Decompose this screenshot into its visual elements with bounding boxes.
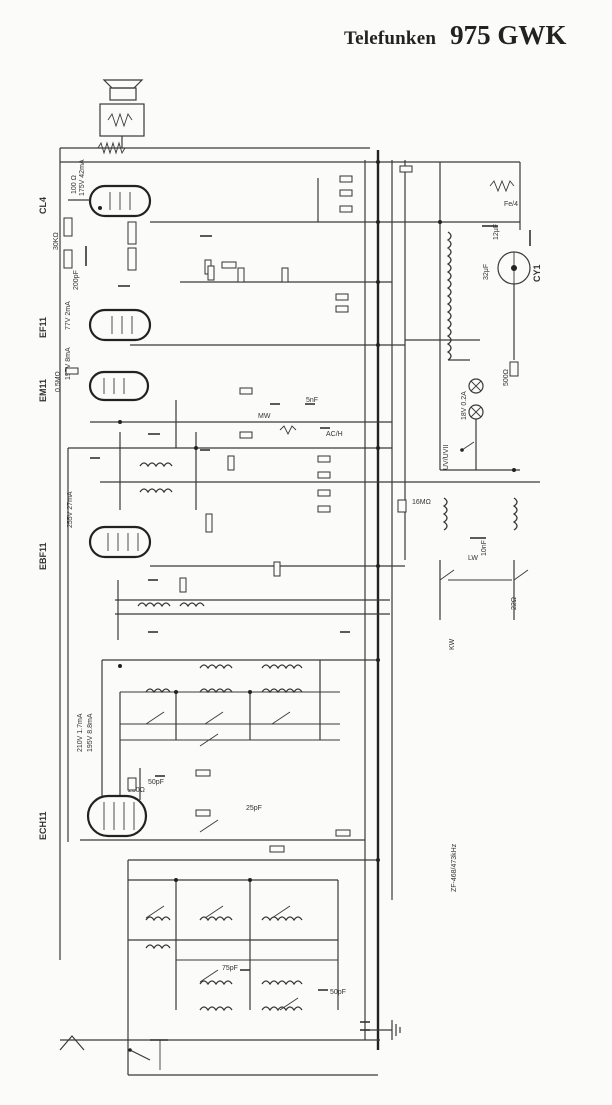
filter-cap-1-label: 12μF bbox=[493, 224, 500, 240]
em11-resistor-label: 0.5MΩ bbox=[55, 371, 62, 392]
tube-cl4: CL4 bbox=[38, 184, 152, 218]
tube-cl4-label: CL4 bbox=[38, 197, 48, 214]
mains-cap-label: 10nF bbox=[481, 540, 488, 556]
lw-switch-label: LW bbox=[468, 555, 478, 562]
ech11-cap-label: 50pF bbox=[148, 779, 164, 786]
input-cap-label: 50pF bbox=[330, 989, 346, 996]
supply-bus bbox=[60, 150, 540, 1076]
cap-25pf-label: 25pF bbox=[246, 805, 262, 812]
oscillator-network bbox=[101, 660, 340, 800]
tube-cy1-label: CY1 bbox=[532, 264, 542, 282]
output-transformer-leads bbox=[59, 141, 370, 960]
ech11-voltage-label: 210V 1.7mA bbox=[77, 713, 84, 752]
mains-switch-label: UV/UVII bbox=[443, 445, 450, 470]
filter-cap-2-label: 32μF bbox=[483, 264, 490, 280]
power-supply: Fe/4 12μF CY1 32μF 500Ω 18V 0.2A UV/UVII bbox=[439, 162, 542, 471]
model-title: 975 GWK bbox=[450, 20, 567, 50]
em11-voltage-label: 197V 8mA bbox=[65, 347, 72, 380]
input-network: 50pF 75pF bbox=[145, 880, 346, 1012]
junction-dots bbox=[118, 160, 516, 882]
if-filter-2 bbox=[102, 577, 380, 661]
trim-cap-label: 75pF bbox=[222, 965, 238, 972]
resistor-500-label: 500Ω bbox=[503, 369, 510, 386]
tube-ebf11-label: EBF11 bbox=[38, 542, 48, 570]
resistor-22-label: 22Ω bbox=[511, 597, 518, 610]
mains-input: 10nF LW 22Ω KW bbox=[439, 497, 529, 650]
catalog-label: ZF-468/473kHz bbox=[451, 843, 458, 892]
bias-resistor-label: 16MΩ bbox=[412, 499, 431, 506]
tube-em11-label: EM11 bbox=[38, 379, 48, 402]
ebf11-voltage-label: 255V 27mA bbox=[67, 491, 74, 528]
em11-detector-network bbox=[175, 387, 330, 448]
cl4-c200-label: 200pF bbox=[73, 270, 80, 290]
cl4-r100-label: 100 Ω bbox=[71, 175, 78, 194]
antenna-icon bbox=[59, 1035, 168, 1070]
fuse-label: Fe/4 bbox=[504, 201, 518, 208]
ef11-parts bbox=[118, 265, 349, 313]
cl4-r30-label: 30KΩ bbox=[53, 232, 60, 250]
tube-ef11-label: EF11 bbox=[38, 317, 48, 338]
tube-ech11-label: ECH11 bbox=[38, 811, 48, 840]
loudspeaker-icon bbox=[99, 79, 145, 148]
ground-icon bbox=[360, 1020, 401, 1040]
dial-lamp-label: 18V 0.2A bbox=[461, 391, 468, 420]
ech11-voltage2-label: 195V 8.8mA bbox=[87, 713, 94, 752]
kw-switch-label: KW bbox=[449, 638, 456, 650]
title-block: Telefunken 975 GWK bbox=[344, 20, 566, 51]
ach-label: AC/H bbox=[326, 431, 343, 438]
tube-ech11: ECH11 210V 1.7mA 195V 8.8mA 50pF 250Ω bbox=[38, 713, 351, 853]
if-filter-1 bbox=[90, 432, 331, 513]
tube-ef11: EF11 77V 2mA bbox=[38, 301, 152, 342]
cl4-coupling-parts bbox=[200, 165, 413, 275]
brand-title: Telefunken bbox=[344, 28, 437, 49]
mw-label: MW bbox=[258, 413, 271, 420]
tube-em11: EM11 197V 8mA 0.5MΩ bbox=[38, 347, 150, 402]
cl4-voltage-label: 175V 42mA bbox=[79, 159, 86, 196]
ef11-voltage-label: 77V 2mA bbox=[65, 301, 72, 330]
cl4-bias-network: 175V 42mA 100 Ω 30KΩ 200pF bbox=[53, 159, 137, 290]
tube-ebf11: EBF11 255V 27mA 16MΩ bbox=[38, 491, 431, 577]
cap-5nf-label: 5nF bbox=[306, 397, 318, 404]
